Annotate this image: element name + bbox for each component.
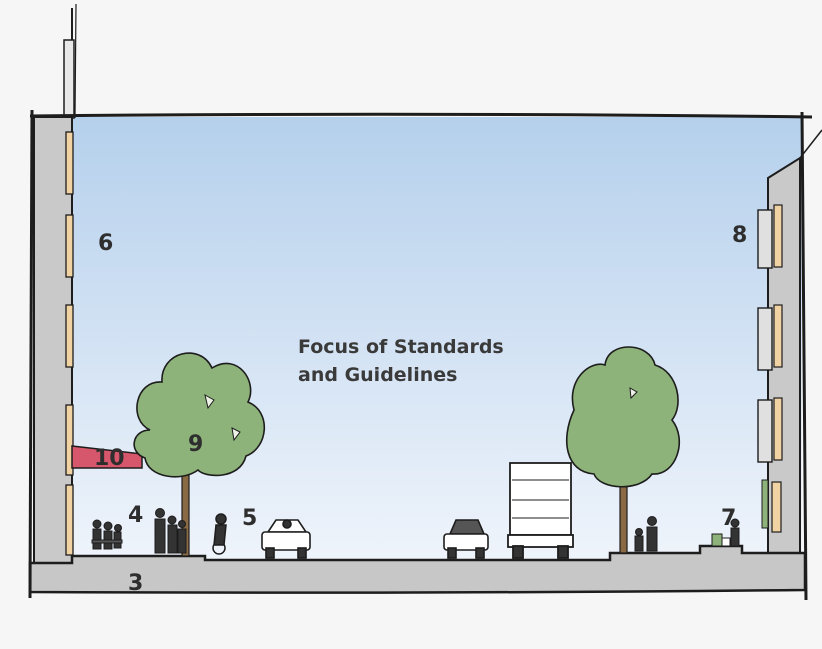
ground-section <box>28 544 807 594</box>
section-frame-left <box>28 109 34 599</box>
left-building <box>33 3 77 564</box>
callout-5: 5 <box>242 506 257 531</box>
focus-caption-line-2: and Guidelines <box>298 364 457 386</box>
focus-caption-line-1: Focus of Standards <box>298 336 504 358</box>
callout-4: 4 <box>128 503 143 528</box>
right-building-windows <box>771 204 783 533</box>
section-frame-top <box>29 112 813 119</box>
person-icon <box>154 508 187 554</box>
callout-9: 9 <box>188 432 203 457</box>
right-building <box>757 129 822 561</box>
callout-7: 7 <box>721 506 736 531</box>
callout-8: 8 <box>732 223 747 248</box>
person-icon <box>91 519 123 550</box>
callout-3: 3 <box>128 571 143 596</box>
section-frame-right <box>800 111 808 601</box>
tree-icon <box>566 346 681 554</box>
left-building-windows <box>65 131 74 556</box>
tree-icon <box>133 352 266 557</box>
callout-6: 6 <box>98 231 113 256</box>
awning-icon <box>71 445 143 469</box>
person-icon <box>711 518 740 547</box>
bicycle-icon <box>212 513 227 555</box>
right-building-balconies <box>757 209 773 463</box>
person-icon <box>634 516 658 552</box>
truck-icon <box>507 462 574 559</box>
car-icon <box>443 519 489 559</box>
callout-10: 10 <box>94 446 125 471</box>
car-icon <box>261 519 311 559</box>
sky-area <box>70 117 802 560</box>
